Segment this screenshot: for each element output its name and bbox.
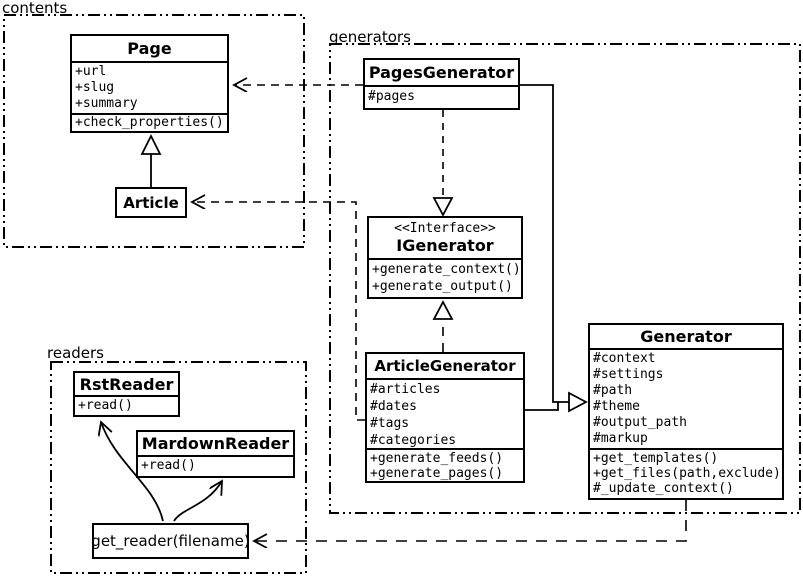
getreader-to-mardownreader-arrow <box>173 481 222 522</box>
package-frame-contents <box>3 14 305 248</box>
attribute: #tags <box>370 416 410 431</box>
attribute: +slug <box>75 80 115 95</box>
class-box-articlegenerator: ArticleGenerator #articles #dates #tags … <box>365 352 525 483</box>
method: +generate_context() <box>372 262 521 277</box>
attributes-section: #articles #dates #tags #categories <box>367 380 523 450</box>
attribute: #pages <box>368 89 415 104</box>
methods-section: +read() <box>75 397 178 414</box>
method: +check_properties() <box>75 115 224 130</box>
attribute: #dates <box>370 399 417 414</box>
class-title-pagesgenerator: PagesGenerator <box>365 60 518 87</box>
realization-triangle-igenerator-top <box>432 197 454 217</box>
class-title-mardownreader: MardownReader <box>138 432 293 457</box>
package-frame-readers <box>50 361 307 574</box>
method: +get_templates() <box>593 451 719 466</box>
attribute: #output_path <box>593 415 687 430</box>
class-box-article: Article <box>115 187 187 218</box>
method: +read() <box>141 458 196 473</box>
method: #_update_context() <box>593 481 734 496</box>
methods-section: +get_templates() +get_files(path,exclude… <box>590 450 782 496</box>
method: +read() <box>78 398 133 413</box>
attribute: #markup <box>593 431 648 446</box>
attributes-section: #pages <box>365 87 518 106</box>
realization-triangle-igenerator-bottom <box>432 300 454 320</box>
attribute: #categories <box>370 433 457 448</box>
pagesgenerator-to-generator-inheritance-line <box>520 84 569 403</box>
class-title-igenerator: <<Interface>> IGenerator <box>369 218 521 260</box>
attribute: #path <box>593 383 633 398</box>
get-reader-node: get_reader(filename) <box>91 523 250 559</box>
package-frame-generators <box>329 43 801 514</box>
articlegenerator-to-generator-inheritance-line <box>525 402 559 411</box>
class-title-rstreader: RstReader <box>75 373 178 397</box>
generator-to-getreader-dependency-arrow <box>254 500 687 541</box>
class-title-articlegenerator: ArticleGenerator <box>367 354 523 380</box>
method: +generate_output() <box>372 279 513 294</box>
method: +generate_pages() <box>370 466 504 481</box>
inheritance-triangle-page <box>140 133 162 155</box>
class-box-rstreader: RstReader +read() <box>73 371 180 417</box>
package-label-readers: readers <box>47 344 104 362</box>
attributes-section: +url +slug +summary <box>72 63 227 115</box>
class-box-pagesgenerator: PagesGenerator #pages <box>363 58 520 110</box>
methods-section: +check_properties() <box>72 115 227 130</box>
attribute: #articles <box>370 382 441 397</box>
class-box-generator: Generator #context #settings #path #them… <box>588 323 784 500</box>
methods-section: +read() <box>138 457 293 474</box>
attribute: #settings <box>593 367 664 382</box>
class-box-page: Page +url +slug +summary +check_properti… <box>70 34 229 133</box>
stereotype-label: <<Interface>> <box>394 221 496 236</box>
class-title-text: IGenerator <box>396 236 494 255</box>
package-label-generators: generators <box>329 28 411 46</box>
inheritance-triangle-generator <box>568 391 588 413</box>
attributes-section: #context #settings #path #theme #output_… <box>590 350 782 450</box>
attribute: +summary <box>75 96 138 111</box>
class-box-mardownreader: MardownReader +read() <box>136 430 295 478</box>
class-box-igenerator: <<Interface>> IGenerator +generate_conte… <box>367 216 523 299</box>
class-title-article: Article <box>123 193 179 212</box>
method: +get_files(path,exclude) <box>593 466 781 481</box>
package-label-contents: contents <box>2 0 68 17</box>
articlegenerator-to-article-dependency-arrow <box>192 202 365 421</box>
class-title-page: Page <box>72 36 227 63</box>
attribute: #theme <box>593 399 640 414</box>
methods-section: +generate_feeds() +generate_pages() <box>367 450 523 481</box>
attribute: #context <box>593 351 656 366</box>
methods-section: +generate_context() +generate_output() <box>369 260 521 295</box>
attribute: +url <box>75 64 107 79</box>
method: +generate_feeds() <box>370 451 504 466</box>
getreader-to-rstreader-arrow <box>101 422 164 522</box>
class-title-generator: Generator <box>590 325 782 350</box>
